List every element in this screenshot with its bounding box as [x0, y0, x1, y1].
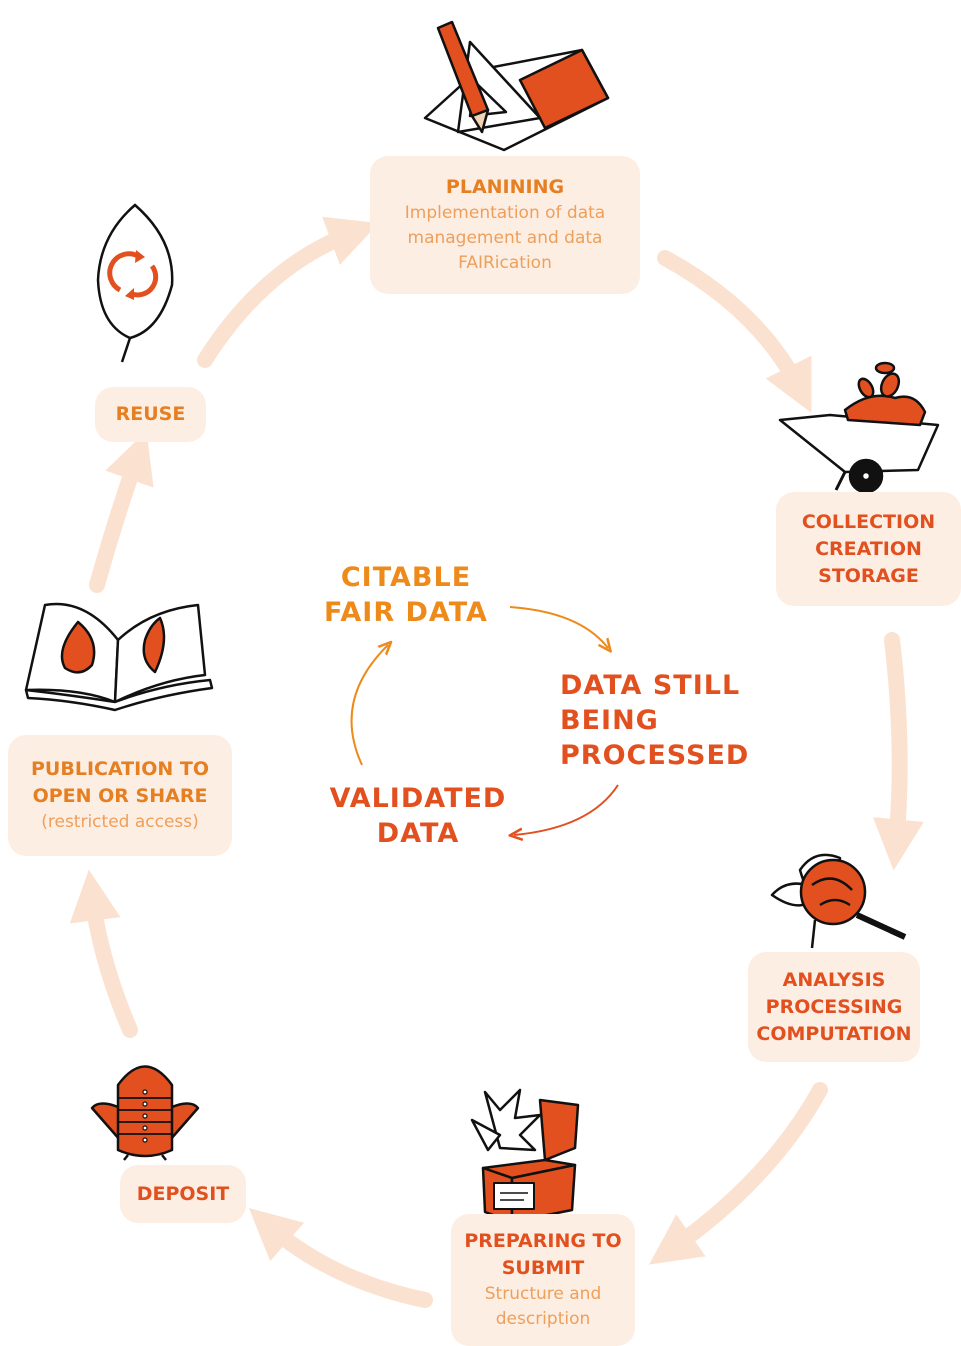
- cabinet-pod-icon: [90, 1065, 200, 1161]
- arrow-planning-to-collection: [657, 250, 812, 413]
- stage-planning-desc-line-1: Implementation of data: [404, 203, 606, 223]
- stage-analysis-line-1: ANALYSIS: [782, 968, 886, 991]
- leaf-recycle-icon: [96, 203, 174, 363]
- inner-arrow-citable-to-processing: [509, 606, 608, 648]
- stage-preparing-desc-line-1: Structure and: [484, 1284, 602, 1304]
- stage-preparing-title-line-2: SUBMIT: [501, 1257, 585, 1279]
- inner-citable-line-2: FAIR DATA: [324, 597, 488, 628]
- stage-publication-title-line-2: OPEN OR SHARE: [32, 785, 208, 807]
- stage-planning-title: PLANINING: [445, 176, 565, 198]
- arrow-deposit-to-publication: [69, 869, 138, 1038]
- stage-deposit-title: DEPOSIT: [136, 1182, 230, 1205]
- inner-validated-line-2: DATA: [376, 818, 460, 849]
- stage-preparing: PREPARING TO SUBMIT Structure and descri…: [451, 1214, 635, 1346]
- arrow-analysis-to-preparing: [649, 1082, 828, 1265]
- inner-processing-line-2: BEING: [560, 705, 659, 736]
- wheelbarrow-leaves-icon: [778, 361, 940, 494]
- stage-publication-note: (restricted access): [41, 812, 199, 832]
- magnifier-leaf-icon: [770, 853, 907, 949]
- stage-publication: PUBLICATION TO OPEN OR SHARE (restricted…: [8, 735, 232, 856]
- stage-analysis-line-3: COMPUTATION: [756, 1022, 912, 1045]
- stage-collection: COLLECTION CREATION STORAGE: [776, 492, 961, 606]
- inner-label-data-still-processed: DATA STILL BEING PROCESSED: [560, 668, 750, 773]
- stage-collection-line-1: COLLECTION: [801, 510, 936, 533]
- arrow-publication-to-reuse: [89, 430, 154, 593]
- stage-publication-title-line-1: PUBLICATION TO: [31, 758, 209, 780]
- stage-preparing-desc-line-2: description: [495, 1309, 591, 1329]
- stage-analysis: ANALYSIS PROCESSING COMPUTATION: [748, 952, 920, 1062]
- inner-arrow-processing-to-validated: [514, 784, 619, 835]
- box-plant-icon: [470, 1088, 580, 1224]
- stage-planning: PLANINING Implementation of data managem…: [370, 156, 640, 294]
- stage-preparing-title-line-1: PREPARING TO: [464, 1230, 622, 1252]
- stage-planning-desc-line-3: FAIRication: [458, 253, 552, 273]
- inner-processing-line-3: PROCESSED: [560, 740, 750, 771]
- stage-collection-line-2: CREATION: [815, 537, 922, 560]
- stage-analysis-line-2: PROCESSING: [765, 995, 903, 1018]
- pencil-ruler-paper-icon: [423, 20, 610, 152]
- stage-planning-desc-line-2: management and data: [407, 228, 603, 248]
- arrow-preparing-to-deposit: [248, 1208, 433, 1308]
- stage-reuse: REUSE: [95, 387, 206, 442]
- inner-label-citable-fair-data: CITABLE FAIR DATA: [316, 560, 496, 630]
- stage-deposit: DEPOSIT: [120, 1165, 246, 1223]
- inner-label-validated-data: VALIDATED DATA: [320, 781, 516, 851]
- inner-citable-line-1: CITABLE: [340, 562, 472, 593]
- stage-collection-line-3: STORAGE: [818, 564, 919, 587]
- arrow-reuse-to-planning: [197, 216, 380, 368]
- open-book-leaves-icon: [24, 602, 214, 712]
- inner-validated-line-1: VALIDATED: [329, 783, 507, 814]
- inner-arrow-validated-to-citable: [350, 645, 388, 766]
- stage-reuse-title: REUSE: [115, 403, 186, 425]
- arrow-collection-to-analysis: [872, 632, 924, 871]
- inner-processing-line-1: DATA STILL: [560, 670, 741, 701]
